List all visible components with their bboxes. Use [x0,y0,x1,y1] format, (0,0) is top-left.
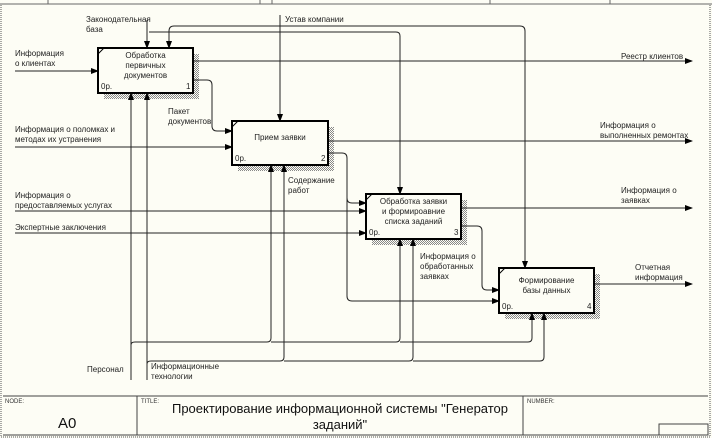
box-1-title[interactable]: Обработка первичных документов [123,51,168,80]
box-2-cost: 0р. [235,154,247,163]
box-4 [498,267,595,314]
arrow-mech-it-box3 [284,238,416,362]
arrow-box2-to-box4 [346,180,500,304]
box-4-number: 4 [587,302,592,311]
arrow-mech-staff-box2 [130,164,274,346]
arrow-mech-staff-box3 [271,238,403,343]
arrow-doc-package [193,79,233,134]
box-2 [231,120,329,166]
footer-title-label: TITLE: [141,399,160,405]
label-staff: Персонал [87,365,124,374]
arrow-mech-it-box2 [146,164,287,365]
box-3-cost: 0р. [369,228,381,237]
arrow-control-law-box3 [149,31,403,195]
footer-frame [3,395,709,436]
arrow-mech-staff-box4 [400,312,535,343]
box-3-number: 3 [454,228,459,237]
arrow-control-charter-box4 [280,25,528,269]
box-4-title[interactable]: Формирование базы данных [518,276,575,295]
box-4-cost: 0р. [502,302,514,311]
arrow-mech-it-box4 [413,312,547,362]
box-2-title[interactable]: Прием заявки [254,133,306,142]
box-3-title[interactable]: Обработка заявки и формироавние списка з… [379,197,448,226]
arrow-processed-info [461,225,500,293]
box-1 [97,47,194,94]
arrow-work-content [328,152,367,206]
box-1-number: 1 [186,82,191,91]
footer-node-label: NODE: [5,399,25,405]
label-expert: Экспертные заключения [15,223,106,232]
label-client-registry: Реестр клиентов [621,52,684,61]
arrow-control-charter-box1 [166,25,280,49]
footer-title: Проектирование информационной системы "Г… [171,401,509,432]
box-2-number: 2 [321,154,326,163]
box-1-cost: 0р. [101,82,113,91]
footer-node-value: A0 [58,415,77,432]
footer-number-label: NUMBER: [527,399,555,405]
box-3 [365,193,462,240]
label-charter: Устав компании [285,15,344,24]
